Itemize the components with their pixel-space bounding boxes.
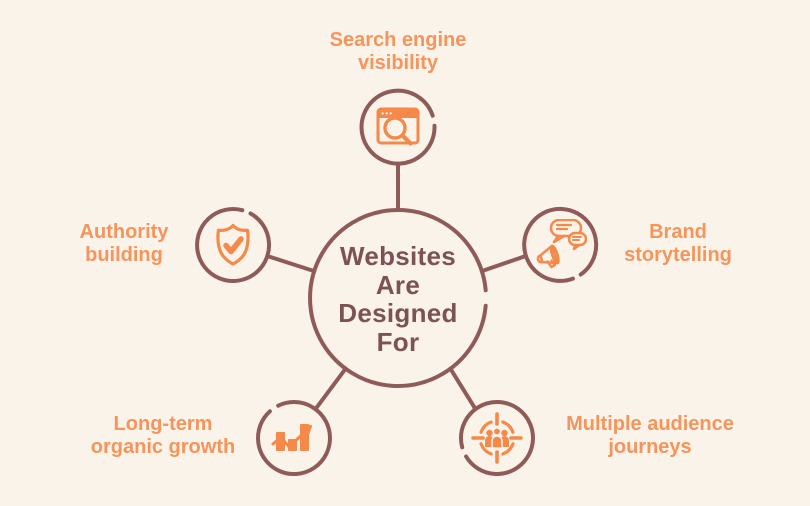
connector-bottom-right	[448, 366, 478, 412]
label-line: Multiple audience	[566, 413, 734, 435]
label-line: Brand	[649, 221, 707, 243]
audience-target-icon	[471, 412, 523, 464]
browser-search-icon	[376, 107, 420, 146]
brand-node-circle	[522, 206, 599, 283]
connector-left	[265, 254, 317, 274]
central-circle-outline	[308, 208, 488, 388]
label-line: Authority	[79, 221, 169, 243]
label-line: organic growth	[90, 436, 236, 459]
label-line: visibility	[357, 52, 439, 75]
label-line: storytelling	[624, 244, 732, 267]
authority-node-circle	[195, 207, 272, 283]
central-node-title: Websites Are Designed For	[298, 242, 498, 356]
connector-bottom-left	[313, 366, 348, 412]
shield-check-icon	[216, 223, 250, 266]
central-title-line: Designed	[338, 298, 458, 329]
audience-node-circle	[458, 400, 535, 476]
label-line: Search engine	[329, 29, 467, 51]
node-label-authority-building: Authority building	[44, 221, 204, 267]
megaphone-chat-icon	[536, 219, 587, 269]
growth-chart-icon	[271, 424, 312, 451]
central-title-line: Websites	[339, 241, 457, 271]
node-label-search-engine-visibility: Search engine visibility	[288, 29, 508, 75]
node-label-brand-storytelling: Brand storytelling	[598, 221, 758, 267]
node-label-multiple-audience-journeys: Multiple audience journeys	[535, 413, 765, 459]
search-node-circle	[359, 88, 437, 166]
label-line: Long-term	[113, 413, 213, 435]
growth-node-circle	[255, 400, 332, 477]
central-title-line: Are	[375, 269, 421, 300]
node-label-long-term-organic-growth: Long-term organic growth	[63, 413, 263, 459]
label-line: journeys	[608, 436, 692, 459]
central-title-line: For	[376, 326, 420, 357]
label-line: building	[85, 244, 163, 267]
connector-right	[479, 254, 528, 274]
